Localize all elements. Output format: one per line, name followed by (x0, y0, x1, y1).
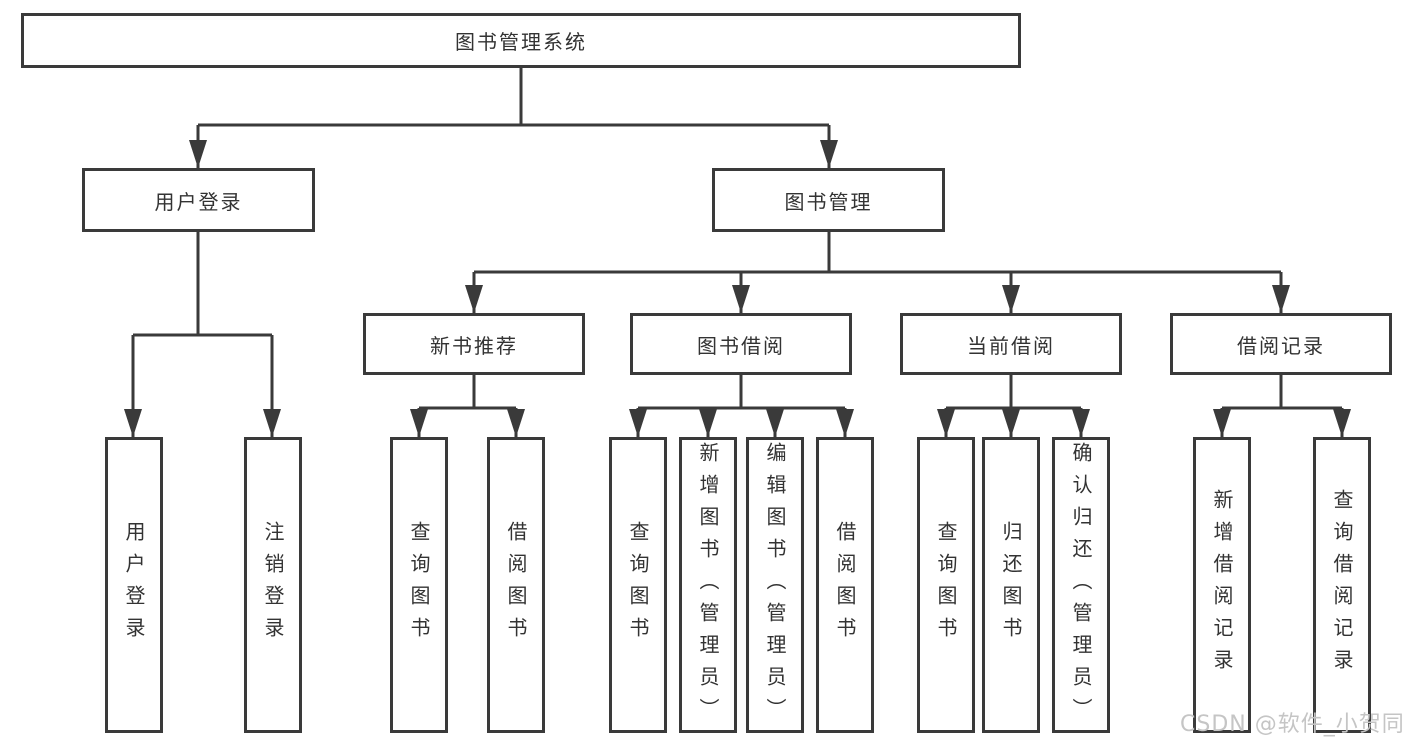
leaf-label: 注销登录 (261, 521, 285, 649)
arrowhead-icons (124, 140, 1351, 437)
leaf-user-login: 用户登录 (105, 437, 163, 733)
leaf-label: 查询图书 (407, 521, 431, 649)
node-new-book-recommend: 新书推荐 (363, 313, 585, 375)
node-book-borrowing: 图书借阅 (630, 313, 852, 375)
leaf-label: 编辑图书（管理员） (763, 442, 787, 730)
node-book-management: 图书管理 (712, 168, 945, 232)
leaf-current-return-books: 归还图书 (982, 437, 1040, 733)
leaf-borrow-add-books-admin: 新增图书（管理员） (679, 437, 737, 733)
leaf-label: 新增借阅记录 (1210, 489, 1234, 681)
leaf-label: 新增图书（管理员） (696, 442, 720, 730)
leaf-current-confirm-return-admin: 确认归还（管理员） (1052, 437, 1110, 733)
leaf-label: 确认归还（管理员） (1069, 442, 1093, 730)
node-label: 当前借阅 (967, 333, 1055, 358)
node-library-system-root: 图书管理系统 (21, 13, 1021, 68)
leaf-current-query-books: 查询图书 (917, 437, 975, 733)
node-label: 图书借阅 (697, 333, 785, 358)
leaf-label: 查询图书 (934, 521, 958, 649)
leaf-recommend-query-books: 查询图书 (390, 437, 448, 733)
leaf-records-add-record: 新增借阅记录 (1193, 437, 1251, 733)
node-user-login: 用户登录 (82, 168, 315, 232)
leaf-records-query-record: 查询借阅记录 (1313, 437, 1371, 733)
leaf-borrow-query-books: 查询图书 (609, 437, 667, 733)
node-label: 图书管理 (784, 189, 873, 214)
leaf-borrow-borrow-books: 借阅图书 (816, 437, 874, 733)
node-label: 借阅记录 (1237, 333, 1325, 358)
leaf-label: 查询借阅记录 (1330, 489, 1354, 681)
leaf-recommend-borrow-books: 借阅图书 (487, 437, 545, 733)
node-label: 用户登录 (154, 189, 243, 214)
node-label: 图书管理系统 (455, 30, 587, 54)
node-label: 新书推荐 (430, 333, 518, 358)
csdn-watermark: CSDN @软件_小贺同学 (1180, 712, 1405, 737)
leaf-logout: 注销登录 (244, 437, 302, 733)
leaf-borrow-edit-books-admin: 编辑图书（管理员） (746, 437, 804, 733)
node-current-borrowing: 当前借阅 (900, 313, 1122, 375)
leaf-label: 借阅图书 (504, 521, 528, 649)
node-borrowing-records: 借阅记录 (1170, 313, 1392, 375)
leaf-label: 归还图书 (999, 521, 1023, 649)
leaf-label: 用户登录 (122, 521, 146, 649)
leaf-label: 查询图书 (626, 521, 650, 649)
leaf-label: 借阅图书 (833, 521, 857, 649)
